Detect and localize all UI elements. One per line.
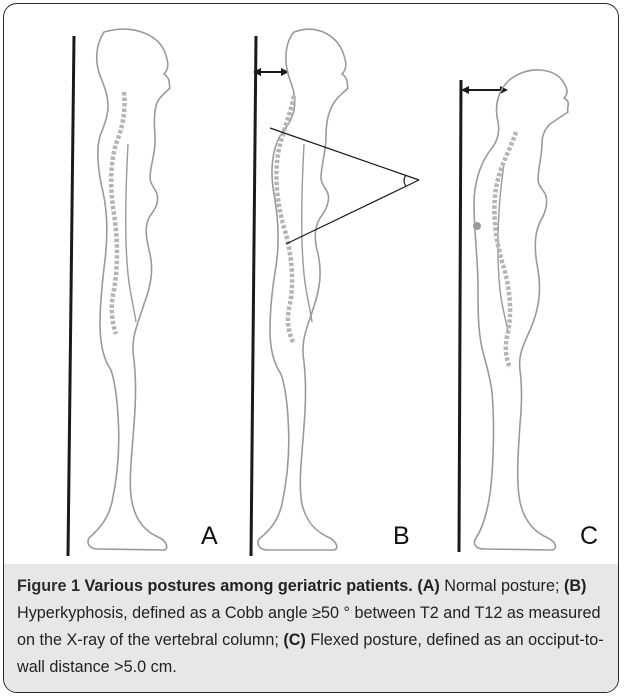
- hand-marker-c: [473, 222, 481, 230]
- spine-c: [494, 132, 516, 368]
- wall-line-a: [68, 36, 74, 556]
- caption-tag-b: (B): [564, 577, 586, 595]
- figure-b-hyperkyphosis: [251, 29, 419, 556]
- figure-c-flexed-posture: [459, 70, 568, 552]
- cobb-line-lower: [286, 180, 419, 244]
- wall-line-b: [251, 36, 256, 556]
- arm-b: [302, 144, 312, 322]
- caption-tag-c: (C): [283, 631, 305, 649]
- caption-tag-a: (A): [417, 577, 439, 595]
- panel-label-b: B: [393, 524, 410, 549]
- figure-a-normal-posture: [68, 29, 170, 556]
- cobb-line-upper: [270, 128, 419, 180]
- arm-c: [498, 164, 508, 332]
- figure-caption: Figure 1 Various postures among geriatri…: [17, 573, 612, 681]
- caption-text-a: Normal posture;: [444, 577, 559, 595]
- arm-a: [126, 144, 136, 322]
- body-outline-c: [474, 70, 568, 550]
- figure-number: Figure 1: [17, 577, 80, 595]
- body-outline-a: [88, 29, 170, 550]
- cobb-angle-arc: [404, 175, 406, 186]
- wall-line-c: [459, 80, 461, 552]
- figure-title: Various postures among geriatric patient…: [84, 577, 412, 595]
- posture-illustration: [4, 4, 618, 564]
- panel-label-a: A: [201, 524, 218, 549]
- spine-a: [111, 92, 124, 334]
- body-outline-b: [258, 29, 348, 550]
- panel-label-c: C: [580, 524, 598, 549]
- figure-frame: A B C Figure 1 Various postures among ge…: [3, 3, 619, 693]
